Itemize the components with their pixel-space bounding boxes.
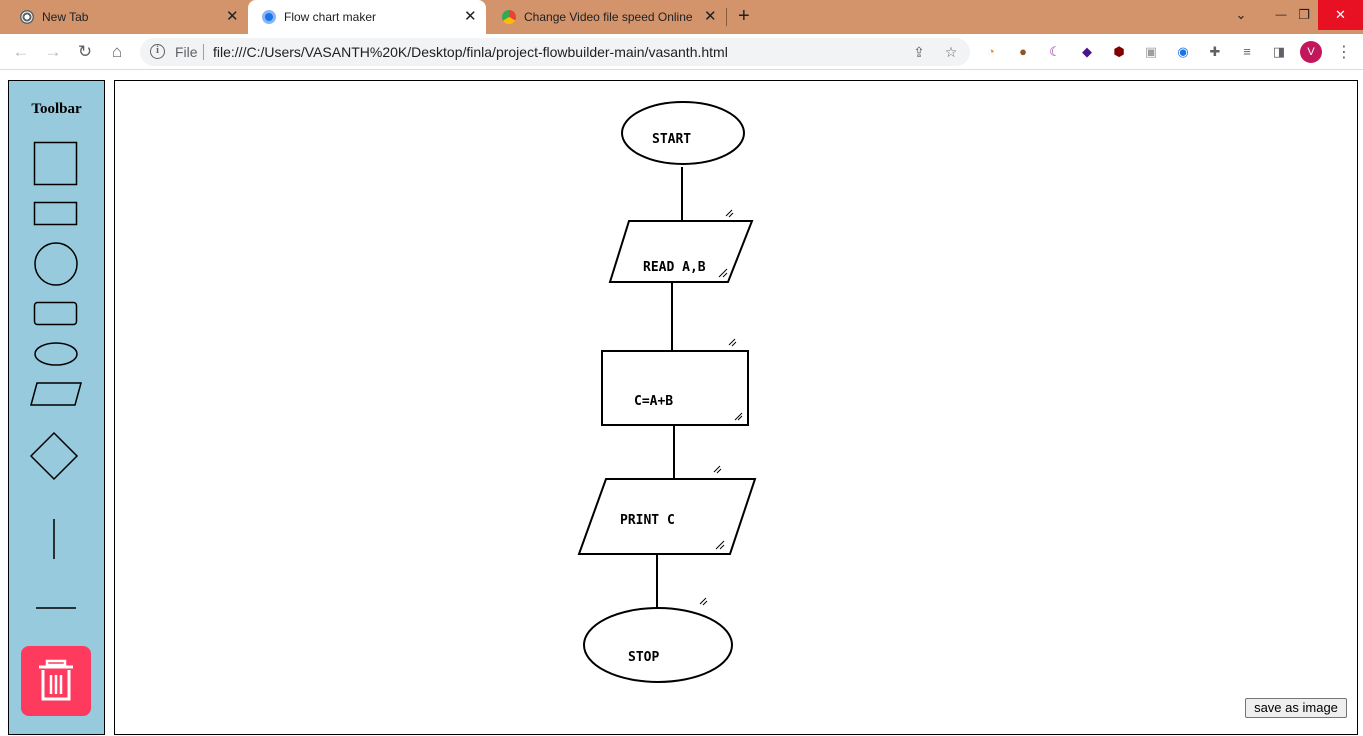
ublock-icon[interactable]: ⬢	[1113, 44, 1125, 59]
parallelogram-tool[interactable]	[29, 381, 83, 407]
save-as-image-button[interactable]: save as image	[1245, 698, 1347, 718]
tab-search-icon[interactable]: ⌄	[1235, 7, 1247, 22]
circle-tool[interactable]	[33, 241, 79, 287]
ellipse-tool[interactable]	[33, 341, 79, 367]
tab-title: Flow chart maker	[284, 10, 377, 24]
restore-button[interactable]: ❐	[1298, 7, 1310, 22]
record-icon[interactable]: ◉	[1177, 44, 1189, 59]
node-label: READ A,B	[643, 260, 706, 275]
close-tab-icon[interactable]: ✕	[704, 8, 717, 25]
tab-new-tab[interactable]: New Tab ✕	[6, 0, 246, 34]
person-icon[interactable]: ▣	[1144, 44, 1158, 59]
delete-button[interactable]	[21, 646, 91, 716]
horizontal-line-tool[interactable]	[33, 603, 79, 613]
node-label: PRINT C	[620, 513, 675, 528]
resize-handle-icon[interactable]	[725, 209, 734, 218]
puzzle-icon[interactable]: ✚	[1209, 44, 1221, 59]
rectangle-tool[interactable]	[33, 201, 79, 227]
page-icon	[262, 10, 276, 24]
node-label: START	[652, 132, 691, 147]
layers-icon[interactable]: ◆	[1082, 44, 1092, 59]
forward-arrow-icon[interactable]: →	[44, 42, 62, 61]
menu-dots-icon[interactable]: ⋮	[1336, 44, 1352, 61]
sidepanel-icon[interactable]: ◨	[1272, 44, 1286, 59]
resize-handle-icon[interactable]	[699, 597, 708, 606]
new-tab-button[interactable]: +	[738, 5, 750, 27]
node-label: STOP	[628, 650, 659, 665]
drawing-canvas[interactable]: START READ A,B C=A+B PRINT C STOP	[114, 80, 1358, 735]
home-icon[interactable]: ⌂	[111, 42, 123, 61]
cookie-icon[interactable]: ●	[1019, 44, 1027, 59]
flowchart-svg: START READ A,B C=A+B PRINT C STOP	[577, 101, 757, 683]
chrome-icon	[20, 10, 34, 24]
bookmark-star-icon[interactable]: ☆	[944, 44, 958, 60]
back-arrow-icon[interactable]: ←	[12, 42, 30, 61]
trash-icon	[39, 659, 73, 701]
tab-flow-chart-maker[interactable]: Flow chart maker ✕	[248, 0, 486, 34]
browser-toolbar: ← → ↻ ⌂ i File file:///C:/Users/VASANTH%…	[0, 34, 1363, 70]
diamond-tool[interactable]	[29, 431, 79, 481]
flow-node-start[interactable]: START	[621, 101, 745, 165]
flow-node-stop[interactable]: STOP	[583, 607, 733, 683]
reload-icon[interactable]: ↻	[77, 42, 93, 61]
share-icon[interactable]: ⇪	[913, 44, 925, 60]
close-tab-icon[interactable]: ✕	[226, 8, 239, 25]
close-tab-icon[interactable]: ✕	[464, 8, 477, 25]
node-label: C=A+B	[634, 394, 673, 409]
tab-title: New Tab	[42, 10, 89, 24]
tab-strip: New Tab ✕ Flow chart maker ✕ Change Vide…	[0, 0, 1363, 34]
tab-separator	[726, 8, 727, 26]
address-bar[interactable]: i File file:///C:/Users/VASANTH%20K/Desk…	[140, 38, 970, 66]
site-icon	[502, 10, 516, 24]
resize-handle-icon[interactable]	[715, 540, 725, 550]
flow-node-read[interactable]: READ A,B	[608, 220, 754, 283]
window-close-button[interactable]: ✕	[1318, 0, 1363, 30]
toolbar-title: Toolbar	[31, 101, 82, 117]
resize-handle-icon[interactable]	[718, 268, 728, 278]
omnibox-divider	[203, 44, 204, 60]
resize-handle-icon[interactable]	[734, 412, 743, 421]
square-tool[interactable]	[33, 141, 79, 187]
vertical-line-tool[interactable]	[49, 517, 59, 561]
url-text[interactable]: file:///C:/Users/VASANTH%20K/Desktop/fin…	[213, 44, 728, 60]
tab-title: Change Video file speed Online –	[524, 10, 694, 24]
flow-node-print[interactable]: PRINT C	[577, 478, 757, 555]
moon-icon[interactable]: ☾	[1049, 44, 1061, 59]
shape-toolbar: Toolbar	[8, 80, 105, 735]
media-icon[interactable]: ≡	[1243, 44, 1251, 59]
flow-node-process[interactable]: C=A+B	[601, 350, 749, 426]
site-info-icon[interactable]: i	[150, 44, 165, 59]
rounded-rect-tool[interactable]	[33, 301, 79, 327]
resize-handle-icon[interactable]	[713, 465, 722, 474]
tab-change-video-speed[interactable]: Change Video file speed Online – ✕	[488, 0, 724, 34]
resize-handle-icon[interactable]	[728, 338, 737, 347]
pie-icon[interactable]: ◔	[987, 44, 995, 59]
minimize-button[interactable]: —	[1275, 9, 1287, 21]
profile-avatar[interactable]: V	[1300, 41, 1322, 63]
scheme-label: File	[175, 44, 198, 60]
